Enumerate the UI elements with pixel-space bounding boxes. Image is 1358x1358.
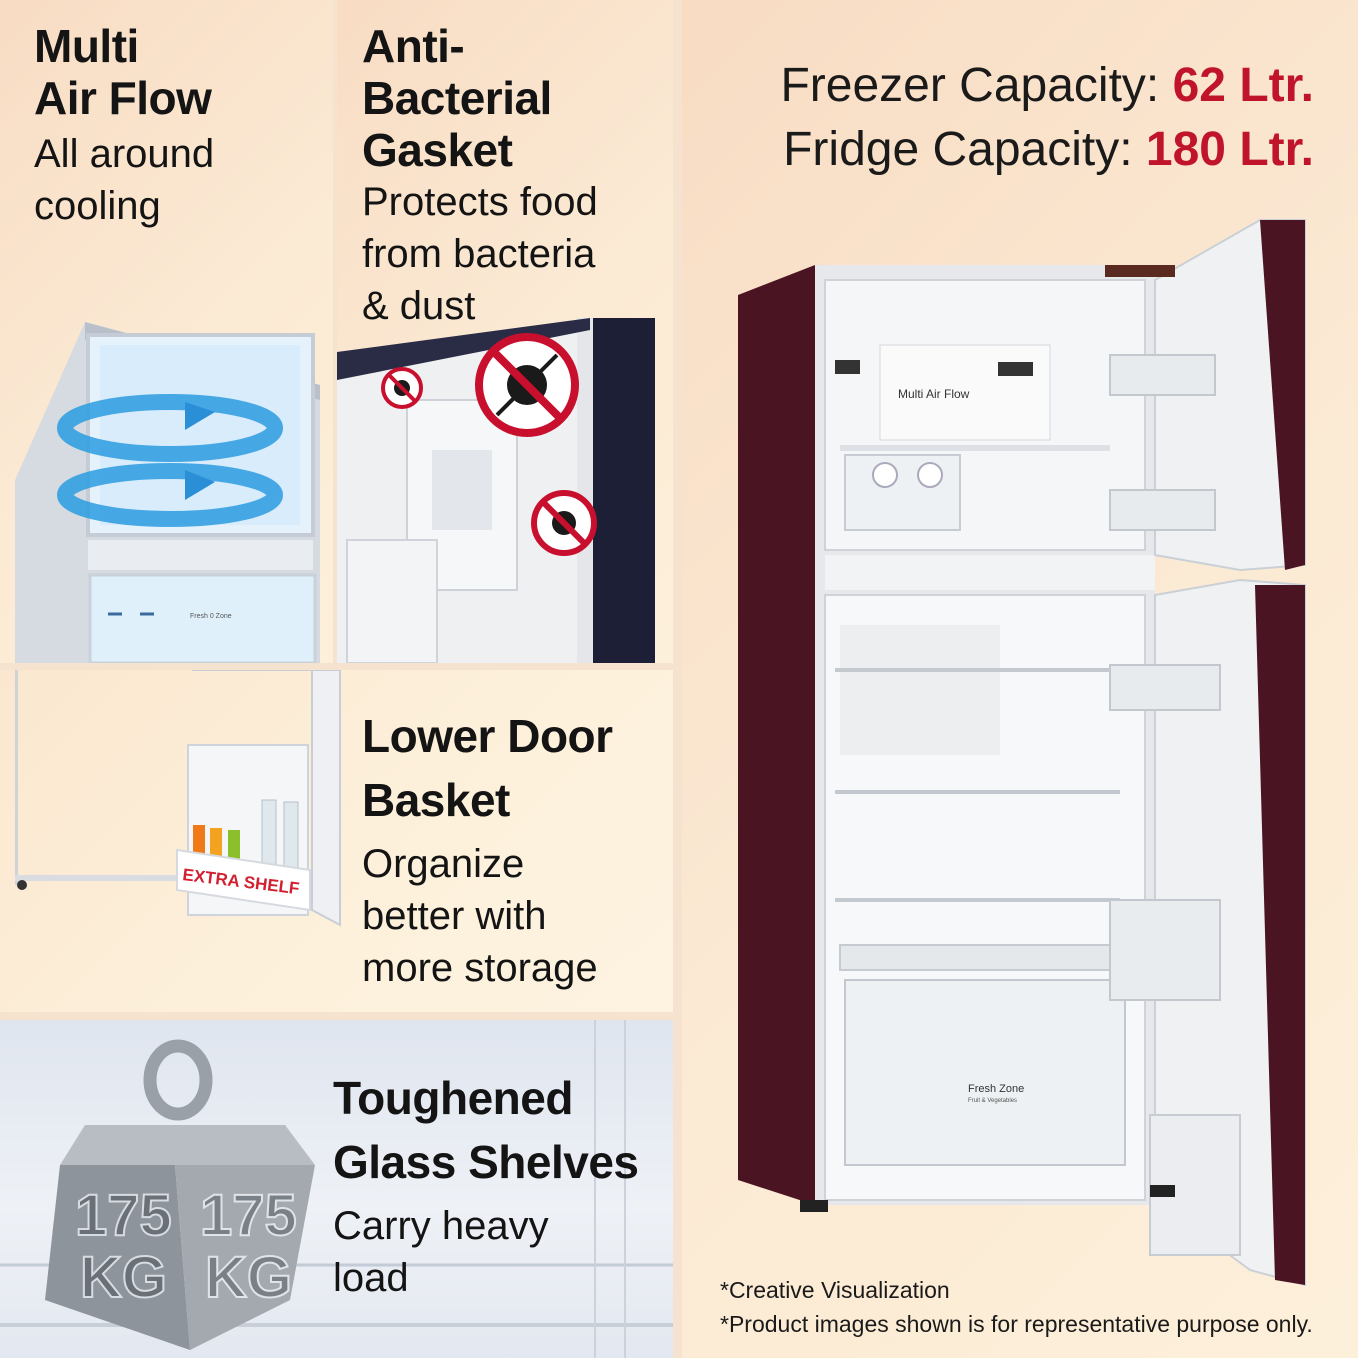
note-creative: *Creative Visualization: [720, 1277, 950, 1303]
airflow-desc-1: All around: [34, 132, 215, 176]
freezer-capacity-value: 62 Ltr.: [1172, 59, 1314, 112]
weight-unit-right: KG: [205, 1245, 292, 1310]
glass-panel: 175 KG 175 KG Toughened Glass Shelves Ca…: [0, 1020, 673, 1358]
airflow-desc-2: cooling: [34, 184, 161, 228]
weight-icon: 175 KG 175 KG: [45, 1039, 315, 1350]
weight-unit-left: KG: [80, 1245, 167, 1310]
airflow-fridge-illustration: Fresh 0 Zone: [15, 322, 320, 663]
fridge-capacity: Fridge Capacity: 180 Ltr.: [783, 122, 1314, 177]
gasket-desc-3: & dust: [362, 284, 476, 328]
basket-title-2: Basket: [362, 774, 510, 826]
freezer-capacity: Freezer Capacity: 62 Ltr.: [780, 58, 1314, 113]
gasket-panel: Anti- Bacterial Gasket Protects food fro…: [337, 0, 673, 663]
airflow-arrow-icon-2: [185, 470, 215, 500]
gasket-title-1: Anti-: [362, 20, 465, 72]
airflow-arrow-icon: [185, 402, 215, 430]
basket-desc-1: Organize: [362, 842, 525, 886]
note-representative: *Product images shown is for representat…: [720, 1311, 1313, 1337]
freezer-capacity-label: Freezer Capacity:: [780, 59, 1173, 112]
airflow-title-2: Air Flow: [34, 72, 212, 124]
multi-air-flow-label: Multi Air Flow: [898, 387, 970, 401]
basket-illustration: EXTRA SHELF: [15, 670, 341, 927]
gasket-title-2: Bacterial: [362, 72, 552, 124]
glass-title-2: Glass Shelves: [333, 1136, 639, 1188]
gasket-desc-1: Protects food: [362, 180, 598, 224]
glass-desc-1: Carry heavy: [333, 1204, 549, 1248]
gasket-title-3: Gasket: [362, 124, 513, 176]
weight-num-left: 175: [75, 1183, 172, 1248]
gasket-desc-2: from bacteria: [362, 232, 596, 276]
airflow-small-label: Fresh 0 Zone: [190, 613, 232, 620]
refrigerator-illustration: Multi Air Flow Fresh Zone Fruit & Vegeta…: [738, 219, 1306, 1287]
bacteria-icon-medium: [531, 490, 597, 556]
gasket-closeup-illustration: [337, 318, 655, 663]
bacteria-icon-small: [381, 367, 423, 409]
basket-title-1: Lower Door: [362, 710, 613, 762]
basket-desc-2: better with: [362, 894, 547, 938]
fridge-capacity-label: Fridge Capacity:: [783, 123, 1146, 176]
glass-title-1: Toughened: [333, 1072, 573, 1124]
airflow-title-1: Multi: [34, 20, 139, 72]
fresh-zone-label: Fresh Zone: [968, 1083, 1024, 1095]
airflow-panel: Multi Air Flow All around cooling Fresh …: [0, 0, 333, 663]
glass-desc-2: load: [333, 1256, 409, 1300]
bacteria-icon-large: [475, 333, 579, 437]
weight-num-right: 175: [200, 1183, 297, 1248]
basket-desc-3: more storage: [362, 946, 598, 990]
basket-panel: EXTRA SHELF Lower Door Basket Organize b…: [0, 670, 673, 1012]
fridge-capacity-value: 180 Ltr.: [1145, 123, 1314, 176]
fresh-zone-sublabel: Fruit & Vegetables: [968, 1098, 1017, 1104]
